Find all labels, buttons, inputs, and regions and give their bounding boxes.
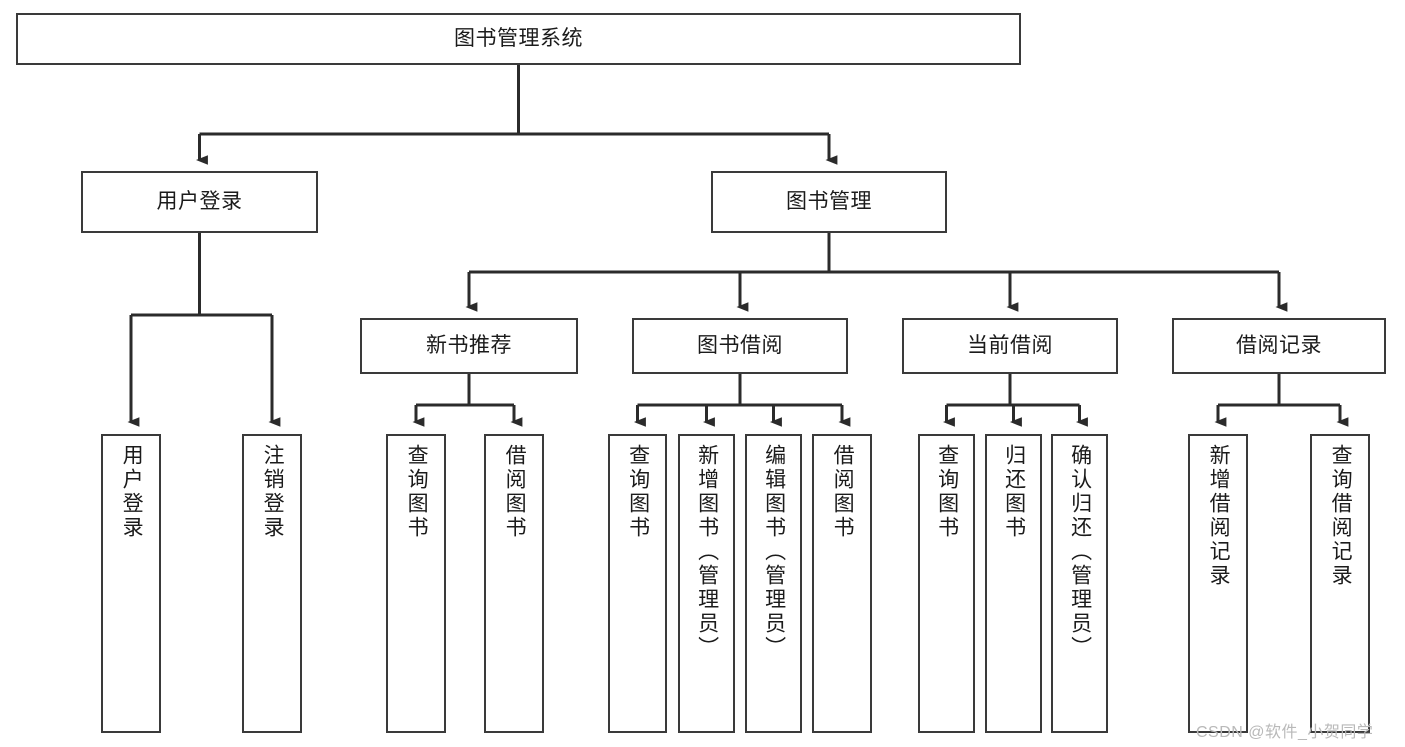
node-leaf-add-record[interactable]: 新增借阅记录 xyxy=(1188,434,1248,733)
node-leaf-query-book-3-label: 查询图书 xyxy=(935,444,959,540)
node-current-borrow[interactable]: 当前借阅 xyxy=(902,318,1118,374)
node-leaf-query-book-1-label: 查询图书 xyxy=(405,444,429,540)
node-new-book-rec[interactable]: 新书推荐 xyxy=(360,318,578,374)
node-leaf-return-book[interactable]: 归还图书 xyxy=(985,434,1042,733)
node-new-book-rec-label: 新书推荐 xyxy=(426,333,512,357)
node-book-manage[interactable]: 图书管理 xyxy=(711,171,947,233)
node-leaf-borrow-book-1[interactable]: 借阅图书 xyxy=(484,434,544,733)
node-user-login-label: 用户登录 xyxy=(156,189,243,213)
node-leaf-user-logout-label: 注销登录 xyxy=(261,444,285,540)
node-leaf-query-record[interactable]: 查询借阅记录 xyxy=(1310,434,1370,733)
node-leaf-add-book-label: 新增图书（管理员） xyxy=(695,444,719,660)
node-leaf-query-book-1[interactable]: 查询图书 xyxy=(386,434,446,733)
node-leaf-borrow-book-2-label: 借阅图书 xyxy=(831,444,855,540)
node-book-borrow-label: 图书借阅 xyxy=(697,333,783,357)
node-leaf-edit-book[interactable]: 编辑图书（管理员） xyxy=(745,434,802,733)
node-leaf-user-logout[interactable]: 注销登录 xyxy=(242,434,302,733)
node-leaf-confirm-return-label: 确认归还（管理员） xyxy=(1068,444,1092,660)
node-leaf-return-book-label: 归还图书 xyxy=(1002,444,1026,540)
node-book-manage-label: 图书管理 xyxy=(786,189,872,213)
node-leaf-query-record-label: 查询借阅记录 xyxy=(1329,444,1353,588)
node-user-login[interactable]: 用户登录 xyxy=(81,171,318,233)
node-leaf-query-book-2-label: 查询图书 xyxy=(626,444,650,540)
node-leaf-confirm-return[interactable]: 确认归还（管理员） xyxy=(1051,434,1108,733)
node-leaf-query-book-2[interactable]: 查询图书 xyxy=(608,434,667,733)
node-borrow-record-label: 借阅记录 xyxy=(1236,333,1322,357)
node-book-borrow[interactable]: 图书借阅 xyxy=(632,318,848,374)
node-leaf-borrow-book-2[interactable]: 借阅图书 xyxy=(812,434,872,733)
node-leaf-query-book-3[interactable]: 查询图书 xyxy=(918,434,975,733)
node-borrow-record[interactable]: 借阅记录 xyxy=(1172,318,1386,374)
csdn-watermark: CSDN @软件_小贺同学 xyxy=(1196,724,1374,741)
node-leaf-user-login-label: 用户登录 xyxy=(120,444,144,540)
node-leaf-edit-book-label: 编辑图书（管理员） xyxy=(762,444,786,660)
node-leaf-add-book[interactable]: 新增图书（管理员） xyxy=(678,434,735,733)
node-root[interactable]: 图书管理系统 xyxy=(16,13,1021,65)
node-leaf-borrow-book-1-label: 借阅图书 xyxy=(503,444,527,540)
node-leaf-user-login[interactable]: 用户登录 xyxy=(101,434,161,733)
node-leaf-add-record-label: 新增借阅记录 xyxy=(1207,444,1231,588)
node-current-borrow-label: 当前借阅 xyxy=(967,333,1053,357)
node-root-label: 图书管理系统 xyxy=(454,26,583,50)
